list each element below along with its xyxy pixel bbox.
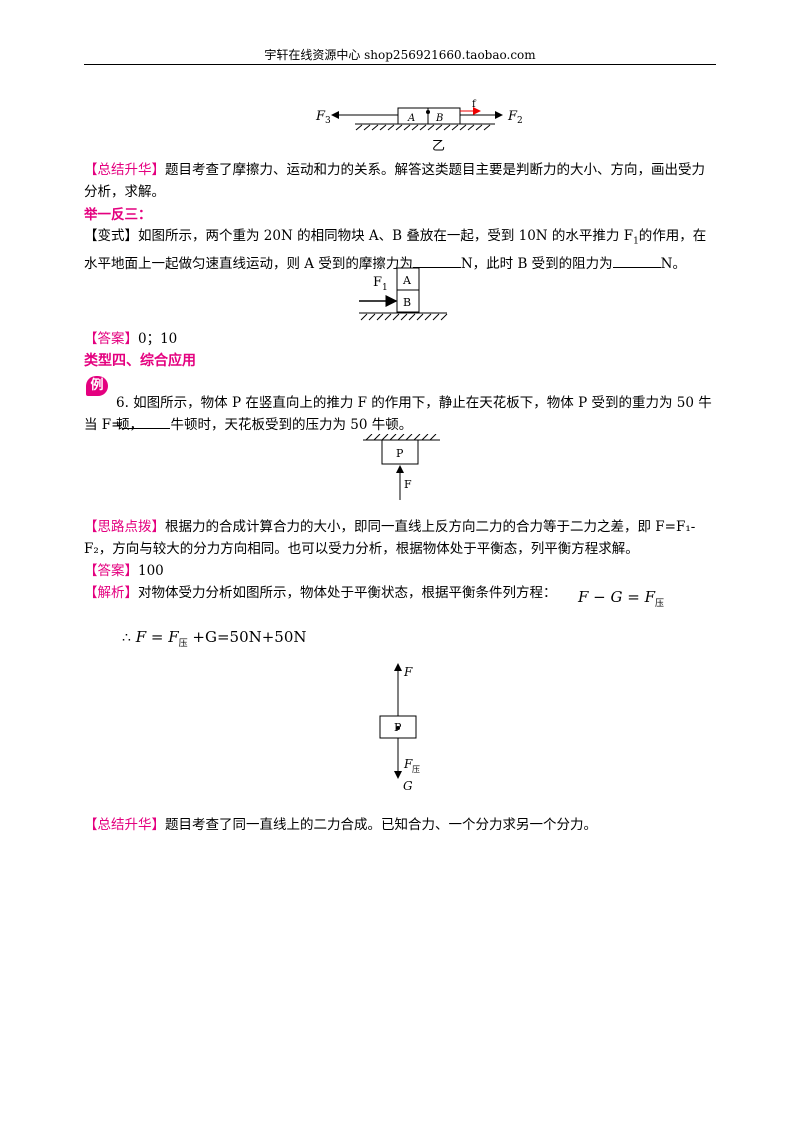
summary-tag: 【总结升华】 (84, 817, 165, 833)
label-force-f: F (403, 665, 413, 679)
analysis-text: 对物体受力分析如图所示，物体处于平衡状态，根据平衡条件列方程： (138, 585, 557, 601)
hint-paragraph: 【思路点拨】根据力的合成计算合力的大小，即同一直线上反方向二力的合力等于二力之差… (84, 516, 716, 560)
figure-caption: 乙 (432, 139, 445, 154)
answer-text: 100 (138, 563, 164, 579)
block-b-label: B (435, 113, 443, 124)
label-f1-sub: 1 (382, 283, 388, 293)
juyi-fansan-heading: 举一反三： (84, 207, 152, 223)
hint-text: 根据力的合成计算合力的大小，即同一直线上反方向二力的合力等于二力之差，即 F=F… (84, 519, 696, 557)
analysis-tag: 【解析】 (84, 585, 138, 601)
figure-free-body-diagram: F P F 压 G (379, 663, 420, 793)
blank-force-f (122, 414, 171, 429)
label-force-f: F (404, 478, 412, 491)
label-gravity-g: G (403, 779, 413, 793)
summary-text: 题目考查了同一直线上的二力合成。已知合力、一个分力求另一个分力。 (165, 817, 597, 833)
label-f3-sub: 3 (325, 116, 331, 126)
block-a-label: A (402, 274, 412, 287)
block-a-label: A (407, 113, 415, 124)
label-force-press-sub: 压 (412, 765, 420, 774)
blank-friction-b (612, 253, 661, 268)
label-f2-sub: 2 (517, 116, 523, 126)
example-badge: 例 (86, 376, 108, 396)
block-b-label: B (403, 296, 411, 309)
hint-tag: 【思路点拨】 (84, 519, 165, 535)
variant-paragraph: 【变式】如图所示，两个重为 20N 的相同物块 A、B 叠放在一起，受到 10N… (84, 228, 707, 272)
header-rule (84, 64, 716, 65)
label-f-small: f (472, 99, 477, 110)
figure-yi: F 3 F 2 A B f 乙 (315, 99, 523, 154)
example-paragraph: 6. 如图所示，物体 P 在竖直向上的推力 F 的作用下，静止在天花板下，物体 … (116, 395, 712, 433)
answer-paragraph-2: 【答案】100 (84, 560, 716, 582)
label-f3: F (315, 109, 326, 124)
label-force-press: F (403, 757, 413, 771)
block-p-label: P (394, 721, 402, 734)
summary-paragraph-1: 【总结升华】题目考查了摩擦力、运动和力的关系。解答这类题目主要是判断力的大小、方… (84, 159, 716, 203)
summary-text: 题目考查了摩擦力、运动和力的关系。解答这类题目主要是判断力的大小、方向，画出受力… (84, 162, 705, 200)
label-f2: F (507, 109, 518, 124)
label-f1: F (373, 275, 382, 290)
therefore-symbol: ∴ (122, 630, 131, 646)
example-paragraph-line2: 当 F=牛顿时，天花板受到的压力为 50 牛顿。 (84, 414, 716, 436)
section-4-title: 类型四、综合应用 (84, 353, 196, 369)
answer-tag: 【答案】 (84, 563, 138, 579)
answer-tag: 【答案】 (84, 331, 138, 347)
figure-block-under-ceiling: P F (363, 434, 440, 500)
figure-stacked-blocks: F 1 A B (359, 267, 448, 321)
answer-text: 0；10 (138, 331, 178, 347)
blank-friction-a (412, 253, 461, 268)
equation-1: F − G = F压 (578, 588, 665, 609)
summary-paragraph-2: 【总结升华】题目考查了同一直线上的二力合成。已知合力、一个分力求另一个分力。 (84, 814, 716, 836)
summary-tag: 【总结升华】 (84, 162, 165, 178)
variant-tag: 【变式】 (84, 228, 138, 244)
block-p-label: P (396, 447, 404, 460)
answer-paragraph-1: 【答案】0；10 (84, 328, 716, 350)
equation-2: ∴ F = F压 +G=50N+50N (122, 628, 307, 649)
analysis-paragraph: 【解析】对物体受力分析如图所示，物体处于平衡状态，根据平衡条件列方程： (84, 582, 716, 604)
page-header: 宇轩在线资源中心 shop256921660.taobao.com (264, 48, 536, 62)
